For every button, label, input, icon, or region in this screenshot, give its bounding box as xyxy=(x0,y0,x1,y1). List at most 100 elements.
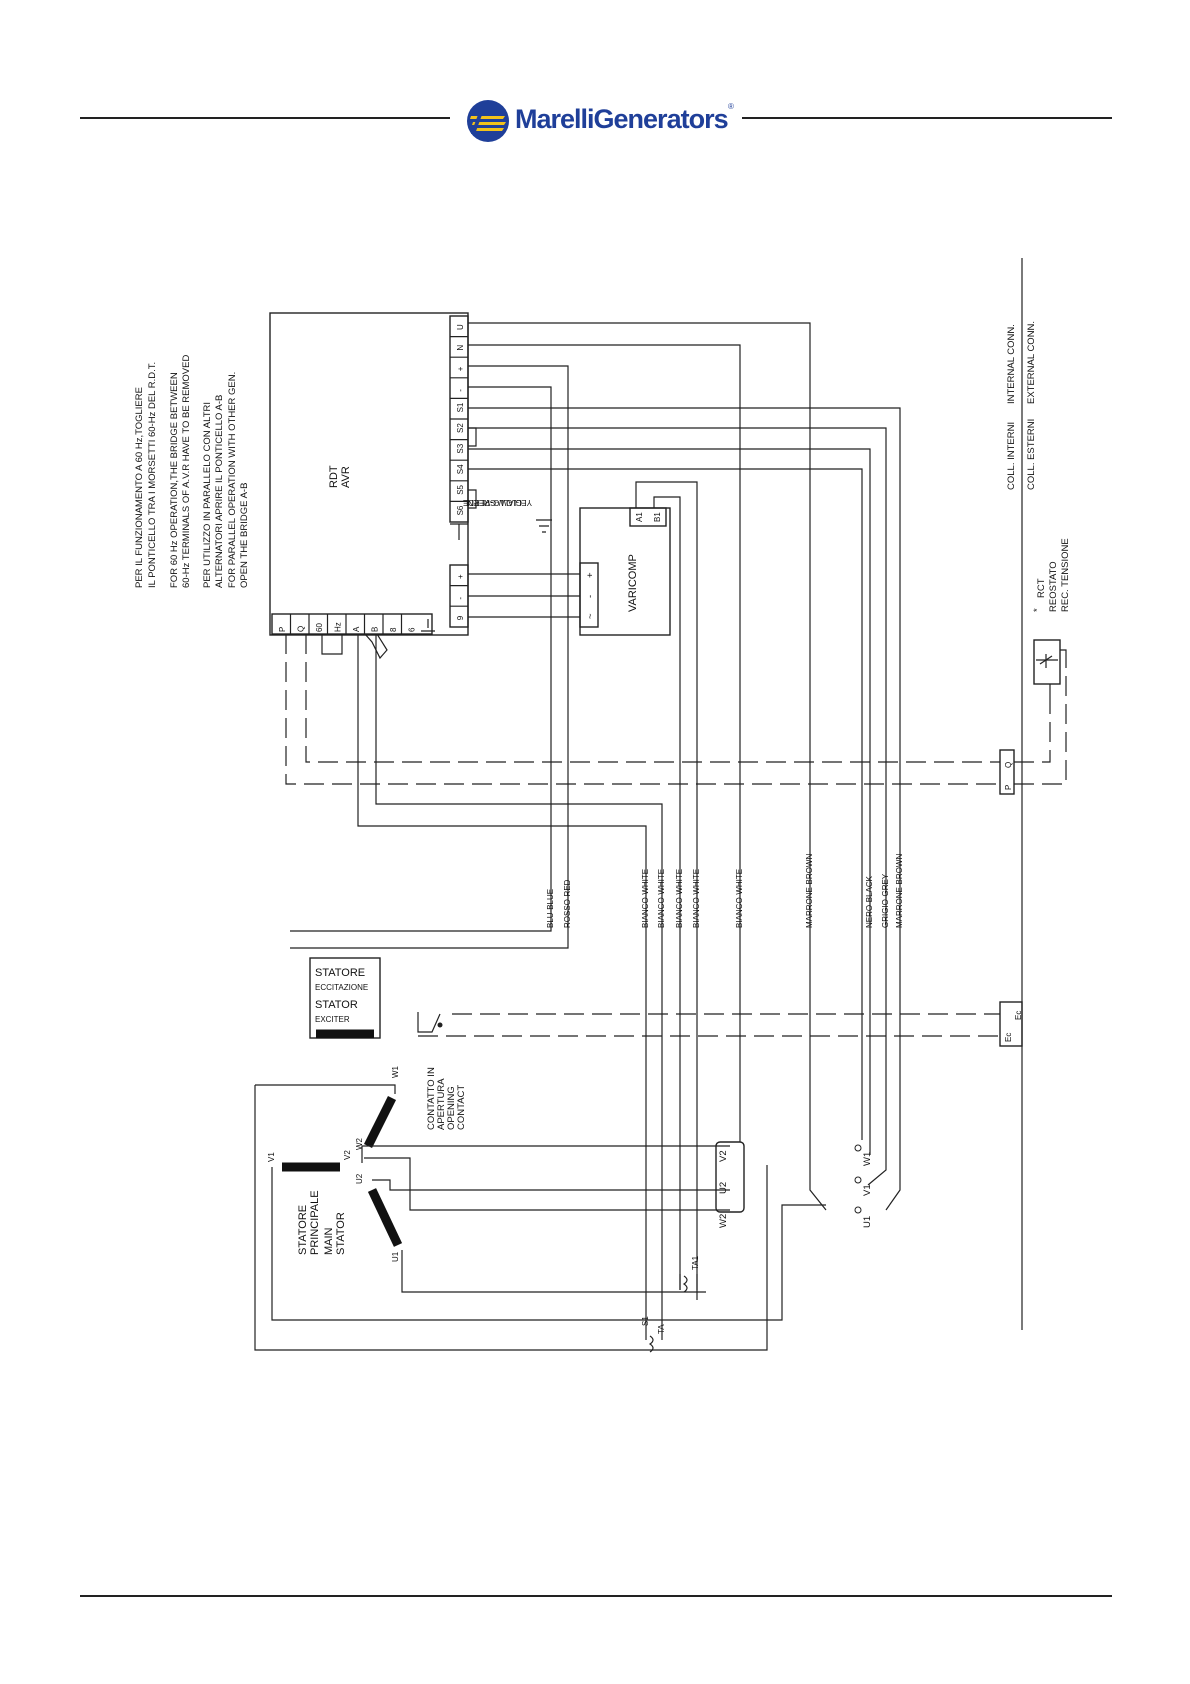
output-term-w2: W2 xyxy=(718,1214,729,1228)
wire-s1 xyxy=(468,407,901,1211)
contact-point-icon xyxy=(437,1022,443,1028)
wire-label-blue: BLU-BLUE xyxy=(546,889,555,928)
brand-emblem-icon xyxy=(467,100,509,142)
avr-title-en: AVR xyxy=(340,466,352,488)
avr-box xyxy=(269,312,469,636)
note-en-60hz-2: 60-Hz TERMINALS OF A.V.R HAVE TO BE REMO… xyxy=(181,355,192,588)
terminal-bottom_terminals-4: A xyxy=(352,626,361,632)
exciter-label-it-2: ECCITAZIONE xyxy=(315,983,368,992)
varicomp-unit: VARICOMP A1 B1 + - ~ xyxy=(579,507,671,636)
wire-v2-out xyxy=(361,1145,730,1163)
bridge-s5-s6 xyxy=(468,489,477,509)
ec-term-2: Ec xyxy=(1014,1011,1023,1020)
output-term-v2: V2 xyxy=(718,1150,729,1162)
wire-s2 xyxy=(468,427,887,1186)
pq-terminal-block xyxy=(999,749,1015,795)
brand-name: MarelliGenerators xyxy=(515,104,729,134)
terminal-top_terminals-1: N xyxy=(456,345,465,351)
terminal-top_terminals-2: + xyxy=(456,366,465,371)
varicomp-term-b1: B1 xyxy=(653,512,662,522)
notes-block: PER IL FUNZIONAMENTO A 60 Hz,TOGLIERE IL… xyxy=(134,355,250,588)
wire-u1-out xyxy=(401,1250,706,1293)
wire-label-white-2: BIANCO-WHITE xyxy=(657,869,666,928)
note-it-par: PER UTILIZZO IN PARALLELO CON ALTRI xyxy=(202,402,213,588)
external-conn-it: COLL. ESTERNI xyxy=(1026,419,1037,490)
ct-ta-leads xyxy=(645,1310,663,1340)
varicomp-term-plus: + xyxy=(585,572,596,578)
wire-label-white-1: BIANCO-WHITE xyxy=(641,869,650,928)
wire-n xyxy=(468,344,741,1142)
contact-label-en: OPENING xyxy=(446,1086,457,1130)
output-term-u1: U1 xyxy=(862,1216,873,1228)
ec-terminal-block xyxy=(999,1001,1023,1047)
wire-b xyxy=(375,634,663,1310)
avr-earth-it: GIALLO-VERDE xyxy=(463,498,522,507)
rheostat-arrow-icon xyxy=(1036,654,1058,668)
avr-bottom-terminal-strip xyxy=(271,613,433,635)
wire-label-white-4: BIANCO-WHITE xyxy=(692,869,701,928)
winding-u2: U2 xyxy=(355,1173,364,1184)
rheostat-leads xyxy=(1049,649,1067,700)
footer-rule xyxy=(80,1595,1112,1597)
exciter-label-it: STATORE xyxy=(315,967,365,979)
terminal-bottom_terminals-7: 6 xyxy=(408,627,417,632)
output-term-v1: V1 xyxy=(862,1184,873,1196)
pq-term-q: Q xyxy=(1004,762,1013,768)
rct-star: * xyxy=(1032,608,1043,612)
winding-v2: V2 xyxy=(343,1150,352,1160)
rheostat-box xyxy=(1033,639,1061,685)
ct-ta1-label: TA1 xyxy=(691,1255,700,1270)
current-transformers: TA S1 TA1 xyxy=(641,1255,700,1353)
ct-ta1-coil-icon xyxy=(682,1275,688,1293)
wire-label-brown-2: MARRONE-BROWN xyxy=(895,854,904,928)
exciter-label-en-2: EXCITER xyxy=(315,1015,350,1024)
ct-ta1-leads xyxy=(679,1274,698,1290)
wire-label-white-5: BIANCO-WHITE xyxy=(735,869,744,928)
output-terminals: W2 U2 V2 U1 V1 W1 xyxy=(715,1141,873,1228)
main-stator: STATORE PRINCIPALE MAIN STATOR V1 V2 W2 … xyxy=(254,1065,826,1351)
terminal-top_terminals-5: S2 xyxy=(456,423,465,433)
internal-conn-it: COLL. INTERNI xyxy=(1006,422,1017,490)
avr-wiring xyxy=(290,322,901,1310)
contact-label-it: CONTATTO IN xyxy=(426,1067,437,1130)
earth-symbol-icon xyxy=(450,523,468,540)
wire-u xyxy=(468,322,827,1211)
wire-w2-out xyxy=(364,1157,730,1211)
output-term-u2: U2 xyxy=(718,1182,729,1194)
bridge-a-b xyxy=(364,633,388,660)
ct-ta-coil-icon xyxy=(648,1335,654,1353)
pq-wiring xyxy=(285,634,1067,785)
wire-b1 xyxy=(653,496,681,1290)
bridge-60hz xyxy=(321,634,343,655)
exciter-label-en: STATOR xyxy=(315,999,358,1011)
registered-mark: ® xyxy=(728,102,734,111)
wire-label-red: ROSSO-RED xyxy=(563,879,572,928)
terminal-top_terminals-3: - xyxy=(456,389,465,392)
bridge-s2-s3 xyxy=(468,427,477,447)
wire-a1 xyxy=(635,481,698,1300)
wire-label-brown-1: MARRONE-BROWN xyxy=(805,854,814,928)
avr-earth-en: YELLOW-GREEN xyxy=(467,498,532,507)
terminal-v1-icon xyxy=(854,1176,862,1184)
wire-w1-out xyxy=(254,1085,768,1351)
winding-w xyxy=(363,1095,397,1149)
wire-label-black: NERO-BLACK xyxy=(865,875,874,928)
wire-minus-blue xyxy=(290,386,552,932)
earth-ground-icon xyxy=(536,519,552,533)
wire-w1 xyxy=(255,1084,396,1094)
winding-w2: W2 xyxy=(355,1137,364,1150)
wire-p-external xyxy=(1014,660,1067,785)
winding-w1: W1 xyxy=(391,1065,400,1078)
wire-v1-out xyxy=(271,1167,826,1321)
wire-u2-out xyxy=(372,1179,730,1191)
note-it-60hz-2: IL PONTICELLO TRA I MORSETTI 60-Hz DEL R… xyxy=(147,362,158,588)
wire-p-dashed xyxy=(285,634,1000,785)
wire-q-external xyxy=(1014,700,1051,763)
ct-ta-label: TA xyxy=(657,1324,666,1334)
avr-bottom-earth-icon xyxy=(421,619,435,632)
connection-boundary: COLL. INTERNI INTERNAL CONN. COLL. ESTER… xyxy=(999,258,1037,1330)
varicomp-a1b1-strip xyxy=(629,507,667,527)
